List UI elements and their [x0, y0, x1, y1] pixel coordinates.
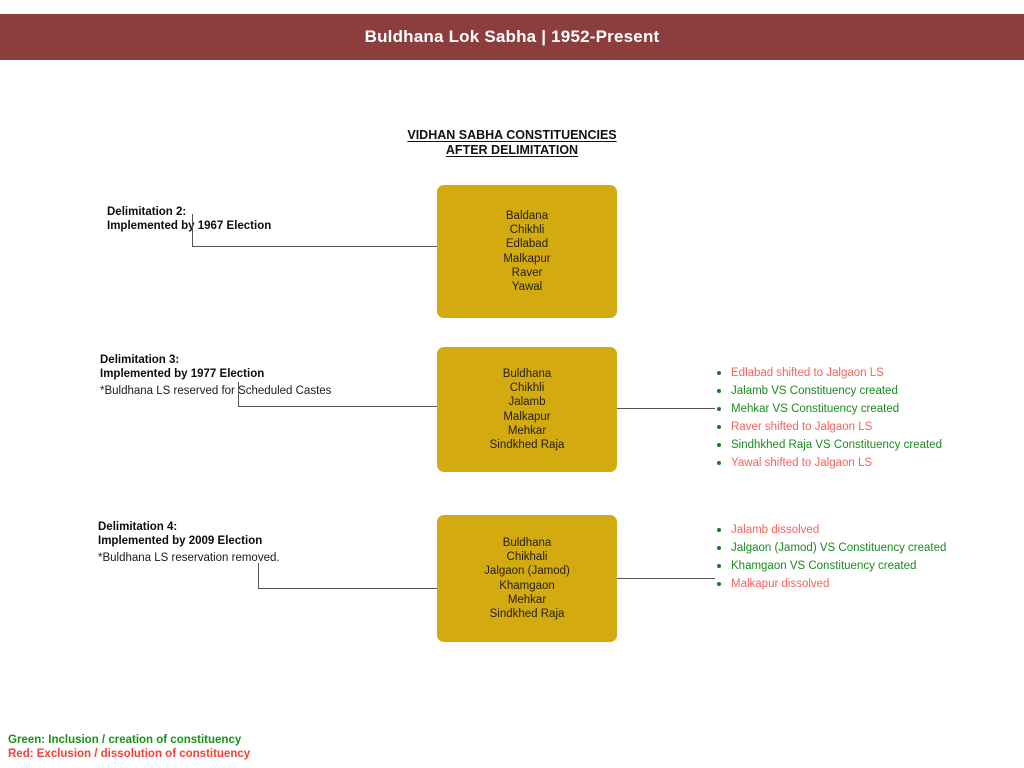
constituency-name: Mehkar — [507, 593, 547, 606]
bullet-icon — [717, 371, 721, 375]
change-list-4: Jalamb dissolved Jalgaon (Jamod) VS Cons… — [715, 521, 946, 593]
diagram-subtitle: VIDHAN SABHA CONSTITUENCIES AFTER DELIMI… — [0, 128, 1024, 158]
constituency-name: Khamgaon — [499, 579, 555, 592]
constituency-box-3: Buldhana Chikhli Jalamb Malkapur Mehkar … — [437, 347, 617, 472]
bullet-icon — [717, 389, 721, 393]
constituency-name: Chikhali — [506, 551, 548, 564]
delimitation-4-note: *Buldhana LS reservation removed. — [98, 552, 280, 564]
delimitation-3-subtitle: Implemented by 1977 Election — [100, 368, 265, 380]
bullet-icon — [717, 564, 721, 568]
bullet-icon — [717, 407, 721, 411]
delimitation-2-title: Delimitation 2: — [107, 206, 187, 218]
change-item: Raver shifted to Jalgaon LS — [715, 418, 942, 436]
connector-elbow-left-2 — [192, 214, 440, 247]
bullet-icon — [717, 461, 721, 465]
change-item: Sindhkhed Raja VS Constituency created — [715, 436, 942, 454]
connector-horizontal-segment — [238, 405, 440, 407]
subtitle-line-2: AFTER DELIMITATION — [445, 143, 579, 157]
connector-elbow-left-3 — [238, 382, 440, 407]
change-item: Yawal shifted to Jalgaon LS — [715, 454, 942, 472]
change-text: Sindhkhed Raja VS Constituency created — [731, 439, 942, 451]
change-item: Jalgaon (Jamod) VS Constituency created — [715, 539, 946, 557]
constituency-name: Edlabad — [505, 238, 549, 251]
constituency-name: Baldana — [505, 209, 549, 222]
connector-vertical-segment — [238, 382, 240, 407]
subtitle-line-1: VIDHAN SABHA CONSTITUENCIES — [407, 128, 617, 142]
delimitation-4-label: Delimitation 4: Implemented by 2009 Elec… — [98, 520, 280, 566]
header-bar: Buldhana Lok Sabha | 1952-Present — [0, 14, 1024, 60]
bullet-icon — [717, 528, 721, 532]
constituency-name: Sindkhed Raja — [489, 438, 565, 451]
connector-right-4 — [617, 578, 715, 580]
constituency-box-2: Baldana Chikhli Edlabad Malkapur Raver Y… — [437, 185, 617, 318]
delimitation-4-subtitle: Implemented by 2009 Election — [98, 535, 263, 547]
change-text: Jalgaon (Jamod) VS Constituency created — [731, 542, 947, 554]
change-text: Raver shifted to Jalgaon LS — [731, 421, 873, 433]
change-item: Jalamb dissolved — [715, 521, 946, 539]
delimitation-2-subtitle: Implemented by 1967 Election — [107, 220, 272, 232]
delimitation-3-label: Delimitation 3: Implemented by 1977 Elec… — [100, 353, 331, 399]
delimitation-3-title: Delimitation 3: — [100, 354, 180, 366]
legend: Green: Inclusion / creation of constitue… — [8, 733, 250, 761]
bullet-icon — [717, 443, 721, 447]
change-text: Yawal shifted to Jalgaon LS — [731, 457, 873, 469]
delimitation-4-title: Delimitation 4: — [98, 521, 178, 533]
connector-elbow-left-4 — [258, 563, 438, 589]
delimitation-2-label: Delimitation 2: Implemented by 1967 Elec… — [107, 205, 271, 233]
constituency-name: Buldhana — [502, 367, 552, 380]
constituency-box-4: Buldhana Chikhali Jalgaon (Jamod) Khamga… — [437, 515, 617, 642]
bullet-icon — [717, 425, 721, 429]
change-list-3: Edlabad shifted to Jalgaon LS Jalamb VS … — [715, 364, 942, 472]
constituency-name: Malkapur — [503, 410, 551, 423]
constituency-name: Malkapur — [503, 252, 551, 265]
change-text: Jalamb dissolved — [731, 524, 820, 536]
bullet-icon — [717, 582, 721, 586]
constituency-name: Buldhana — [502, 536, 552, 549]
connector-right-3 — [617, 408, 715, 410]
legend-red-text: Red: Exclusion / dissolution of constitu… — [8, 748, 251, 760]
constituency-name: Yawal — [511, 280, 543, 293]
delimitation-3-note: *Buldhana LS reserved for Scheduled Cast… — [100, 385, 332, 397]
constituency-name: Chikhli — [509, 382, 545, 395]
constituency-name: Jalgaon (Jamod) — [484, 565, 570, 578]
constituency-name: Mehkar — [507, 424, 547, 437]
delimitation-row-2: Delimitation 2: Implemented by 1967 Elec… — [0, 185, 1024, 320]
change-text: Jalamb VS Constituency created — [731, 385, 898, 397]
change-text: Khamgaon VS Constituency created — [731, 560, 917, 572]
constituency-name: Sindkhed Raja — [489, 607, 565, 620]
legend-green-text: Green: Inclusion / creation of constitue… — [8, 734, 242, 746]
constituency-name: Jalamb — [508, 396, 546, 409]
change-item: Edlabad shifted to Jalgaon LS — [715, 364, 942, 382]
connector-vertical-segment — [258, 563, 260, 589]
delimitation-row-3: Delimitation 3: Implemented by 1977 Elec… — [0, 347, 1024, 473]
connector-horizontal-segment — [192, 245, 440, 247]
change-text: Edlabad shifted to Jalgaon LS — [731, 367, 884, 379]
change-text: Mehkar VS Constituency created — [731, 403, 900, 415]
constituency-name: Raver — [511, 266, 543, 279]
change-item: Jalamb VS Constituency created — [715, 382, 942, 400]
change-item: Mehkar VS Constituency created — [715, 400, 942, 418]
bullet-icon — [717, 546, 721, 550]
change-item: Malkapur dissolved — [715, 575, 946, 593]
page-title: Buldhana Lok Sabha | 1952-Present — [364, 27, 660, 46]
constituency-name: Chikhli — [509, 224, 545, 237]
connector-horizontal-segment — [258, 587, 438, 589]
change-text: Malkapur dissolved — [731, 578, 830, 590]
delimitation-row-4: Delimitation 4: Implemented by 2009 Elec… — [0, 515, 1024, 643]
change-item: Khamgaon VS Constituency created — [715, 557, 946, 575]
connector-vertical-segment — [192, 214, 194, 247]
